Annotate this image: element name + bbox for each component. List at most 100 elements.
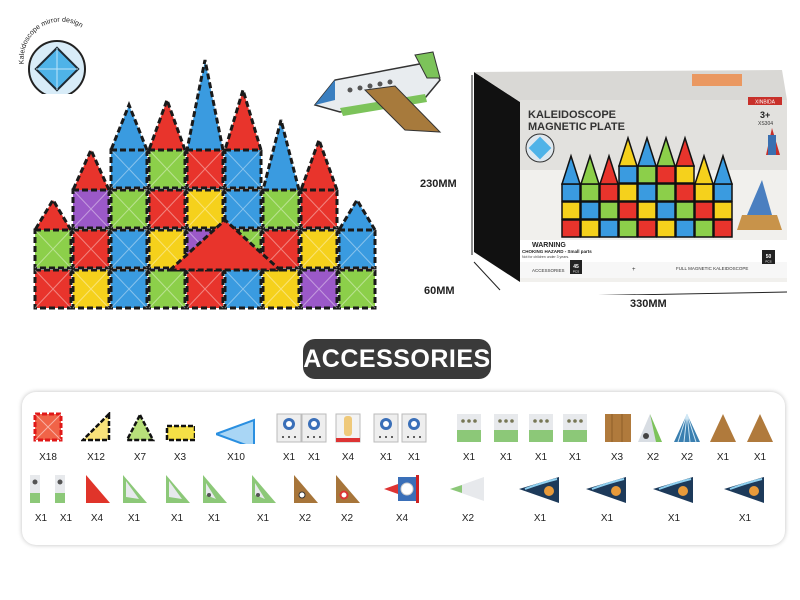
box-castle-triangle xyxy=(579,153,601,185)
porthole-card-icon xyxy=(301,413,327,443)
navy-wing-icon xyxy=(724,477,764,503)
pcs-label-2: PCS xyxy=(765,260,771,264)
accessory-item: X1 xyxy=(152,473,202,524)
choking-hazard-text: CHOKING HAZARD - Small parts xyxy=(522,249,592,254)
wood-triangle-icon xyxy=(710,414,736,442)
box-castle-tile xyxy=(561,219,581,238)
accessory-quantity: X1 xyxy=(282,452,296,463)
box-castle-tile xyxy=(713,183,733,202)
window-card-icon xyxy=(529,414,553,442)
accessory-quantity: X1 xyxy=(307,452,321,463)
box-castle-tile xyxy=(599,183,619,202)
box-castle-tile xyxy=(637,165,657,184)
triangle-tile xyxy=(146,95,188,152)
square-tile xyxy=(223,268,263,310)
box-castle-tile xyxy=(599,219,619,238)
wood-triangle-icon xyxy=(747,414,773,442)
green-window-triangle-icon xyxy=(203,475,227,503)
box-castle-tile xyxy=(694,183,714,202)
accessory-item: X1 xyxy=(515,473,565,524)
square-tile xyxy=(109,268,149,310)
height-dimension: 230MM xyxy=(420,178,457,190)
square-tile xyxy=(299,228,339,270)
box-castle-tile xyxy=(580,201,600,220)
accessory-quantity: X1 xyxy=(568,452,582,463)
square-tile xyxy=(71,228,111,270)
accessory-item: X10 xyxy=(211,412,261,463)
box-title-line1: KALEIDOSCOPE xyxy=(528,109,616,121)
square-tile xyxy=(261,188,301,230)
accessory-item: X3 xyxy=(155,412,205,463)
accessory-item: X2 xyxy=(443,473,493,524)
square-tile xyxy=(71,268,111,310)
triangle-tile xyxy=(222,84,264,152)
box-castle-tile xyxy=(675,165,695,184)
accessory-item: X1 xyxy=(238,473,288,524)
accessory-item: X4 xyxy=(377,473,427,524)
accessory-item: X1 xyxy=(698,412,748,463)
accessory-quantity: X1 xyxy=(716,452,730,463)
accessory-quantity: X1 xyxy=(738,513,752,524)
box-castle-tile xyxy=(713,201,733,220)
accessory-quantity: X3 xyxy=(610,452,624,463)
accessory-quantity: X1 xyxy=(207,513,221,524)
accessory-item: X1 xyxy=(16,473,66,524)
square-tile xyxy=(299,268,339,310)
accessory-quantity: X4 xyxy=(341,452,355,463)
box-castle-triangle xyxy=(693,153,715,185)
accessory-quantity: X1 xyxy=(462,452,476,463)
wood-porthole-triangle-icon xyxy=(294,475,318,503)
accessory-item: X1 xyxy=(189,473,239,524)
box-castle-tile xyxy=(618,165,638,184)
accessory-quantity: X2 xyxy=(461,513,475,524)
accessory-item: X1 xyxy=(361,412,411,463)
window-card-icon xyxy=(457,414,481,442)
pcs-label: PCS xyxy=(573,270,579,274)
accessory-quantity: X2 xyxy=(646,452,660,463)
cockpit-triangle-icon xyxy=(638,414,662,442)
accessories-heading: ACCESSORIES xyxy=(303,339,491,379)
product-box: XINBIDA KALEIDOSCOPE MAGNETIC PLATE 3+ X… xyxy=(471,70,788,295)
door-card-icon xyxy=(335,413,361,443)
square-tile xyxy=(261,268,301,310)
rocket-pennant-icon xyxy=(384,475,419,503)
triangle-tile xyxy=(336,197,378,232)
yellow-triangle-tile-icon xyxy=(81,412,111,442)
accessory-item: X3 xyxy=(592,412,642,463)
box-title-line2: MAGNETIC PLATE xyxy=(528,121,625,133)
square-tile xyxy=(261,228,301,270)
accessory-item: X1 xyxy=(289,412,339,463)
green-right-triangle-icon xyxy=(166,475,190,503)
box-castle-tile xyxy=(656,165,676,184)
accessory-quantity: X1 xyxy=(407,452,421,463)
accessory-item: X4 xyxy=(72,473,122,524)
triangle-tile xyxy=(298,135,340,192)
accessory-quantity: X1 xyxy=(127,513,141,524)
square-tile xyxy=(147,188,187,230)
age-warning-text: Not for children under 3 years. xyxy=(522,255,569,259)
accessory-item: X1 xyxy=(550,412,600,463)
box-castle-tile xyxy=(656,183,676,202)
airplane-build-image xyxy=(313,51,442,133)
box-castle-tile xyxy=(675,219,695,238)
triangle-tile xyxy=(32,197,74,232)
box-castle-tile xyxy=(675,183,695,202)
accessory-quantity: X2 xyxy=(340,513,354,524)
accessory-quantity: X1 xyxy=(533,513,547,524)
plus-sign: + xyxy=(632,267,636,273)
accessory-quantity: X7 xyxy=(133,452,147,463)
width-dimension: 330MM xyxy=(630,298,667,310)
accessory-item: X2 xyxy=(322,473,372,524)
accessory-item: X1 xyxy=(41,473,91,524)
red-right-triangle-icon xyxy=(86,475,110,503)
box-boat xyxy=(737,215,782,230)
accessory-item: X2 xyxy=(662,412,712,463)
narrow-card-icon xyxy=(55,475,65,503)
accessory-quantity: X1 xyxy=(59,513,73,524)
box-castle-tile xyxy=(694,219,714,238)
accessory-item: X1 xyxy=(444,412,494,463)
square-tile xyxy=(109,228,149,270)
depth-dimension: 60MM xyxy=(424,285,455,297)
nose-cone-icon xyxy=(450,477,484,501)
box-castle-triangle xyxy=(598,153,620,185)
